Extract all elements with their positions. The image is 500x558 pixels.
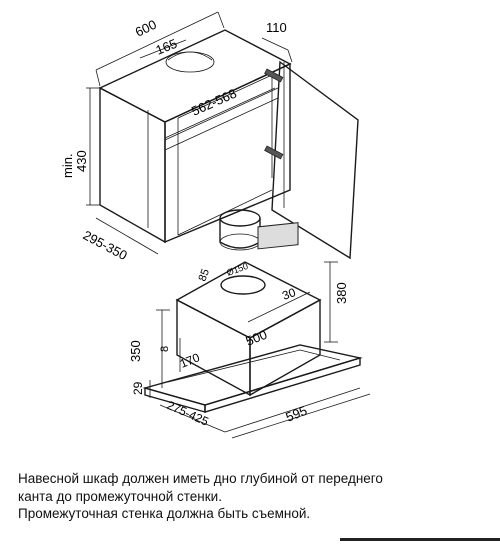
extractor-hood — [142, 222, 363, 413]
label-inner-width: 562-568 — [189, 86, 239, 119]
label-box-depth: 170 — [178, 350, 202, 371]
label-box-offset-a: 85 — [197, 267, 212, 283]
caption-line-3: Промежуточная стенка должна быть съемной… — [18, 506, 311, 521]
cabinet-dimensions — [86, 11, 293, 255]
caption: Навесной шкаф должен иметь дно глубиной … — [18, 470, 488, 523]
label-small-gap: 8 — [159, 346, 171, 352]
label-overall-height: 380 — [334, 282, 349, 304]
label-hood-height: 350 — [128, 340, 143, 362]
installation-diagram: 600 110 165 562-568 min. 430 295-350 Ø15… — [60, 11, 371, 439]
hood-dimensions — [149, 261, 371, 439]
label-cabinet-width: 600 — [133, 17, 159, 40]
label-cabinet-depth: 295-350 — [81, 227, 130, 263]
caption-line-1: Навесной шкаф должен иметь дно глубиной … — [18, 471, 383, 486]
label-duct-diameter: Ø150 — [225, 261, 249, 278]
label-panel-height: 29 — [131, 381, 145, 395]
wall-cabinet — [98, 29, 292, 244]
caption-line-2: канта до промежуточной стенки. — [18, 488, 222, 504]
label-cabinet-height-2: 430 — [74, 150, 89, 172]
cabinet-door — [264, 60, 359, 260]
label-cabinet-height-1: min. — [60, 153, 75, 178]
label-door-thickness: 110 — [266, 20, 287, 35]
label-hood-depth: 275-425 — [165, 398, 211, 429]
label-box-offset-b: 30 — [280, 285, 298, 303]
footer-rule — [340, 538, 500, 541]
